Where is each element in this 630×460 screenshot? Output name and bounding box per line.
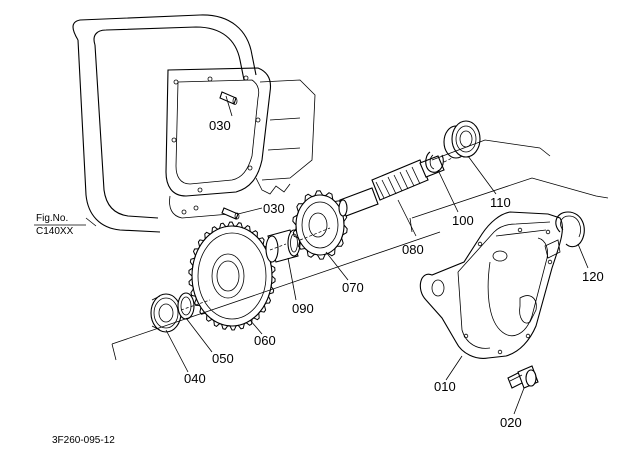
collar-090 <box>265 229 301 263</box>
callout-050: 050 <box>212 351 234 366</box>
assembly-lines <box>111 139 609 361</box>
callout-080: 080 <box>402 242 424 257</box>
plug-020 <box>507 365 539 389</box>
transmission-case <box>72 14 316 233</box>
shaft-080 <box>338 155 445 217</box>
callout-010: 010 <box>434 379 456 394</box>
circlip-120 <box>555 211 585 248</box>
callout-070: 070 <box>342 280 364 295</box>
callout-020: 020 <box>500 415 522 430</box>
callout-030-upper: 030 <box>209 118 231 133</box>
fig-no-value: C140XX <box>36 226 74 237</box>
collar-050 <box>177 292 195 320</box>
callout-030-lower: 030 <box>263 201 285 216</box>
callout-090: 090 <box>292 301 314 316</box>
bearing-040 <box>150 293 182 333</box>
drawing-code: 3F260-095-12 <box>52 435 115 446</box>
circlip-100 <box>425 151 444 173</box>
callout-040: 040 <box>184 371 206 386</box>
callout-110: 110 <box>490 195 511 210</box>
leader-lines <box>85 95 589 415</box>
callout-labels: 030 030 040 050 060 090 070 080 100 110 … <box>184 118 604 430</box>
dowel-pin-lower <box>221 207 240 220</box>
fig-no-label: Fig.No. <box>36 213 68 224</box>
housing-010 <box>419 211 563 359</box>
callout-060: 060 <box>254 333 276 348</box>
callout-120: 120 <box>582 269 604 284</box>
gear-060 <box>188 221 276 331</box>
bearing-110 <box>443 120 481 159</box>
figure-reference: Fig.No. C140XX 3F260-095-12 <box>34 213 115 446</box>
callout-100: 100 <box>452 213 474 228</box>
gear-070 <box>292 190 348 260</box>
dowel-pin-upper <box>219 91 238 105</box>
